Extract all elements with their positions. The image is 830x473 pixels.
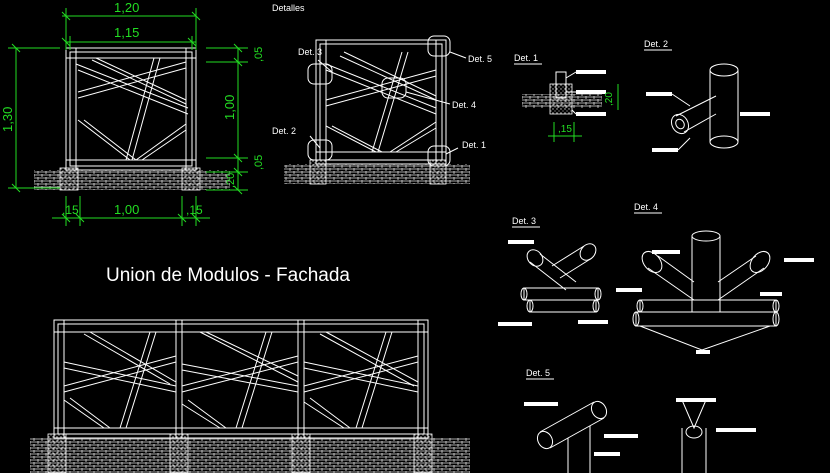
dim-left-height: 1,30 bbox=[0, 107, 15, 132]
label-det1: Det. 1 bbox=[462, 140, 486, 150]
det3-drawing: Det. 3 bbox=[498, 216, 642, 326]
det1-dim-width: ,15 bbox=[558, 124, 572, 135]
det1-drawing: Det. 1 ,20 ,15 bbox=[514, 53, 619, 142]
dim-top-inner: 1,15 bbox=[114, 25, 139, 40]
label-det2: Det. 2 bbox=[272, 126, 296, 136]
label-det5: Det. 5 bbox=[468, 54, 492, 64]
modules-elevation bbox=[53, 319, 429, 439]
det4-drawing: Det. 4 bbox=[632, 202, 814, 354]
drawing-title: Union de Modulos - Fachada bbox=[106, 265, 350, 286]
ground-hatch-left bbox=[34, 167, 230, 191]
det2-drawing: Det. 2 bbox=[644, 39, 770, 152]
front-elevation bbox=[65, 47, 197, 171]
det1-title: Det. 1 bbox=[514, 53, 538, 63]
detail-frame bbox=[307, 35, 467, 167]
label-det3: Det. 3 bbox=[298, 47, 322, 57]
dim-bottom-mid: 1,00 bbox=[114, 202, 139, 217]
det1-dim-height: ,20 bbox=[604, 92, 615, 106]
dim-right-base: ,20 bbox=[225, 173, 237, 188]
dim-right-height: 1,00 bbox=[222, 95, 237, 120]
det2-title: Det. 2 bbox=[644, 39, 668, 49]
det5-drawing: Det. 5 bbox=[524, 368, 756, 473]
dim-bottom-right: ,15 bbox=[186, 203, 203, 217]
detalles-label: Detalles bbox=[272, 3, 305, 13]
dim-right-mid: ,05 bbox=[253, 155, 265, 170]
det5-title: Det. 5 bbox=[526, 368, 550, 378]
dim-right-top: ,05 bbox=[253, 47, 265, 62]
detail-frame-labels: Det. 5 Det. 3 Det. 4 Det. 2 Det. 1 bbox=[272, 47, 492, 150]
ground-hatch-bottom bbox=[30, 433, 470, 473]
ground-hatch-detail bbox=[284, 159, 470, 185]
dimension-texts-left: 1,20 1,15 1,30 ,05 1,00 ,05 ,20 ,15 1,00… bbox=[0, 0, 265, 217]
det3-title: Det. 3 bbox=[512, 216, 536, 226]
label-det4: Det. 4 bbox=[452, 100, 476, 110]
dimension-lines-left bbox=[8, 8, 248, 226]
dim-top-outer: 1,20 bbox=[114, 0, 139, 15]
det4-title: Det. 4 bbox=[634, 202, 658, 212]
dim-bottom-left: ,15 bbox=[62, 203, 79, 217]
